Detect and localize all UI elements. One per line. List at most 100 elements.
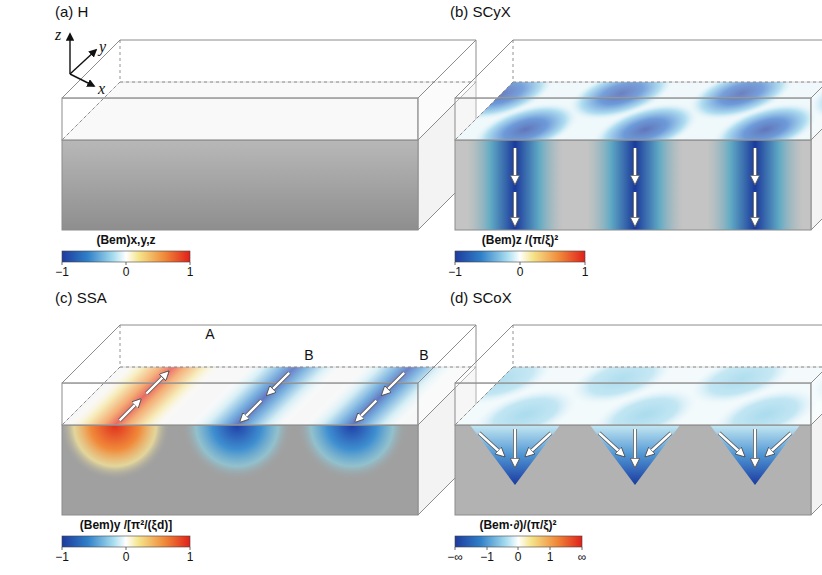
panel-title: (b) SCyX bbox=[450, 4, 511, 21]
tick-label: 1 bbox=[187, 266, 194, 279]
tick-label: −1 bbox=[55, 266, 69, 279]
hidden-edge bbox=[513, 40, 514, 82]
colorbar-tick bbox=[520, 262, 521, 265]
axis-label: z bbox=[55, 26, 61, 44]
glass-front bbox=[455, 98, 811, 140]
field-arrow-outline bbox=[633, 148, 637, 182]
axis-arrow bbox=[70, 50, 96, 74]
field-arrow-outline bbox=[599, 433, 623, 455]
colorbar-label: (Bem)x,y,z bbox=[96, 234, 155, 247]
field-arrow bbox=[268, 373, 289, 394]
glass-top bbox=[62, 40, 476, 98]
field-arrow-outline bbox=[767, 433, 791, 455]
glass-top bbox=[455, 40, 822, 98]
colorbar-label: (Bem·∂)/(π/ξ)² bbox=[479, 519, 556, 532]
field-arrow-outline bbox=[513, 148, 517, 182]
field-arrow bbox=[719, 433, 743, 455]
colorbar-gradient bbox=[455, 251, 585, 262]
front-ground bbox=[455, 140, 811, 230]
field-arrow bbox=[754, 148, 756, 182]
panel bbox=[393, 325, 822, 515]
field-arrow-outline bbox=[513, 192, 517, 224]
field-arrow-outline bbox=[383, 373, 404, 394]
hidden-edge bbox=[120, 367, 476, 368]
field-arrow-outline bbox=[719, 433, 743, 455]
tick-label: 1 bbox=[547, 551, 554, 564]
colorbar-tick bbox=[455, 262, 456, 265]
panel-title: (c) SSA bbox=[55, 290, 107, 307]
field-arrow bbox=[527, 433, 551, 455]
field-lobe bbox=[297, 425, 407, 480]
colorbar bbox=[455, 251, 585, 265]
glass-top bbox=[455, 325, 822, 383]
hidden-edge bbox=[62, 82, 120, 140]
colorbar-tick bbox=[190, 262, 191, 265]
tick-label: −∞ bbox=[447, 551, 463, 564]
colorbar-tick bbox=[62, 262, 63, 265]
field-stripe bbox=[707, 140, 803, 230]
front-face bbox=[62, 425, 418, 515]
front-face bbox=[455, 140, 811, 230]
field-lobe bbox=[182, 425, 292, 480]
hidden-edge bbox=[62, 367, 120, 425]
tick-label: 0 bbox=[515, 551, 522, 564]
hidden-edge bbox=[455, 367, 513, 425]
hidden-edge bbox=[120, 82, 476, 83]
colorbar-gradient bbox=[62, 536, 190, 547]
colorbar-tick bbox=[62, 547, 63, 550]
field-arrow bbox=[514, 148, 516, 182]
colorbar bbox=[62, 536, 190, 550]
front-outline bbox=[455, 425, 811, 515]
field-arrow bbox=[146, 373, 167, 394]
panel bbox=[60, 325, 476, 515]
field-arrow bbox=[383, 373, 404, 394]
tick-label: −1 bbox=[55, 551, 69, 564]
hidden-edge bbox=[120, 325, 121, 367]
colorbar-tick bbox=[455, 547, 456, 550]
colorbar bbox=[62, 251, 190, 265]
field-arrow-outline bbox=[357, 401, 377, 421]
field-arrow-outline bbox=[753, 192, 757, 224]
tick-label: −1 bbox=[448, 266, 462, 279]
axis-label: y bbox=[99, 38, 106, 56]
front-face bbox=[62, 140, 418, 230]
field-lobe bbox=[62, 425, 170, 480]
field-stripe bbox=[587, 140, 683, 230]
front-outline bbox=[62, 425, 418, 515]
hidden-edge bbox=[513, 325, 514, 367]
field-arrow-outline bbox=[527, 433, 551, 455]
field-arrow-outline bbox=[120, 401, 140, 421]
tick-label: 1 bbox=[187, 551, 194, 564]
axis-arrow bbox=[70, 74, 94, 86]
glass-front bbox=[455, 383, 811, 425]
point-label: B bbox=[419, 348, 428, 363]
field-cone bbox=[590, 425, 680, 485]
field-arrow bbox=[647, 433, 671, 455]
field-arrow-outline bbox=[513, 429, 517, 465]
tick-label: 0 bbox=[123, 551, 130, 564]
colorbar-tick bbox=[126, 547, 127, 550]
glass-front bbox=[62, 383, 418, 425]
front-outline bbox=[455, 140, 811, 230]
field-arrow bbox=[754, 429, 756, 465]
colorbar-gradient bbox=[62, 251, 190, 262]
field-arrow-outline bbox=[633, 192, 637, 224]
field-arrow bbox=[514, 192, 516, 224]
tick-label: 1 bbox=[582, 266, 589, 279]
colorbar-tick bbox=[550, 547, 551, 550]
field-arrow bbox=[634, 148, 636, 182]
field-arrow bbox=[357, 401, 377, 421]
hidden-edge bbox=[120, 40, 121, 82]
field-arrow bbox=[634, 192, 636, 224]
field-arrow-outline bbox=[479, 433, 503, 455]
field-stripe bbox=[467, 140, 563, 230]
field-arrow bbox=[767, 433, 791, 455]
point-label: A bbox=[205, 327, 214, 342]
colorbar-tick bbox=[582, 547, 583, 550]
tick-label: 0 bbox=[123, 266, 130, 279]
field-arrow-outline bbox=[633, 429, 637, 465]
front-ground bbox=[62, 140, 418, 230]
colorbar bbox=[455, 536, 582, 550]
